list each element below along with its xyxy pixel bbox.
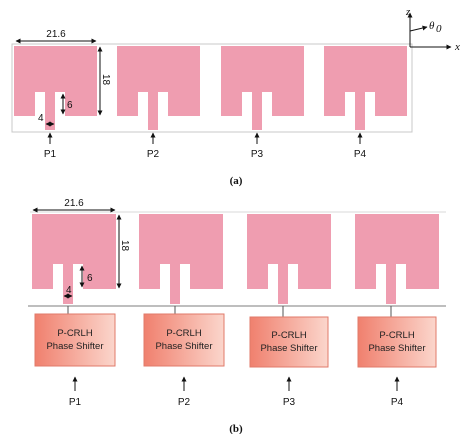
theta-arrow bbox=[409, 25, 428, 32]
feed-b2 bbox=[170, 289, 180, 304]
phase-shifter-box-1 bbox=[34, 313, 116, 367]
patch-a1 bbox=[14, 46, 97, 116]
feed-b4 bbox=[386, 289, 396, 304]
phase-shifter-subtitle-3: Phase Shifter bbox=[260, 343, 317, 354]
feed-dim-label-b: 4 bbox=[66, 285, 72, 296]
patch-a2 bbox=[117, 46, 200, 116]
phase-shifter-subtitle-2: Phase Shifter bbox=[155, 341, 212, 352]
theta-label: θ bbox=[429, 20, 435, 32]
slot-dim-label-a: 6 bbox=[67, 100, 73, 111]
patch-b1 bbox=[32, 214, 116, 289]
width-dim-label-a: 21.6 bbox=[46, 29, 66, 40]
feed-a2 bbox=[148, 116, 158, 130]
port-label-b2: P2 bbox=[178, 397, 191, 408]
feed-a1 bbox=[45, 116, 55, 130]
port-label-a4: P4 bbox=[354, 149, 367, 160]
figure-b: 21.6 18 6 4 P-CRLH Phase Shifter P-CRLH … bbox=[28, 198, 446, 434]
z-axis-label: z bbox=[405, 6, 411, 18]
feed-a4 bbox=[355, 116, 365, 130]
phase-shifter-title-1: P-CRLH bbox=[57, 328, 93, 339]
figure-a: 21.6 18 6 4 P1 P2 P3 P4 (a) bbox=[11, 29, 413, 187]
substrate-a bbox=[11, 43, 413, 133]
theta-subscript: 0 bbox=[436, 23, 442, 35]
coordinate-axes: z x θ 0 bbox=[405, 6, 460, 53]
patch-a3 bbox=[221, 46, 304, 116]
height-dim-label-b: 18 bbox=[119, 240, 130, 252]
phase-shifter-title-3: P-CRLH bbox=[271, 330, 307, 341]
phase-shifter-title-4: P-CRLH bbox=[379, 330, 415, 341]
phase-shifter-subtitle-1: Phase Shifter bbox=[46, 341, 103, 352]
port-label-a2: P2 bbox=[147, 149, 160, 160]
port-label-b4: P4 bbox=[391, 397, 404, 408]
phase-shifter-box-3 bbox=[249, 316, 329, 368]
feed-dim-label-a: 4 bbox=[38, 113, 44, 124]
height-dim-label-a: 18 bbox=[100, 74, 111, 86]
port-label-a1: P1 bbox=[44, 149, 57, 160]
caption-a: (a) bbox=[230, 175, 243, 187]
phase-shifter-subtitle-4: Phase Shifter bbox=[368, 343, 425, 354]
patch-b2 bbox=[139, 214, 223, 289]
x-axis-label: x bbox=[454, 41, 460, 53]
feed-b3 bbox=[278, 289, 288, 304]
phase-shifter-box-4 bbox=[357, 316, 437, 368]
caption-b: (b) bbox=[229, 423, 243, 434]
port-label-a3: P3 bbox=[251, 149, 264, 160]
port-label-b3: P3 bbox=[283, 397, 296, 408]
patch-a4 bbox=[324, 46, 407, 116]
port-label-b1: P1 bbox=[69, 397, 82, 408]
patch-b4 bbox=[355, 214, 439, 289]
phase-shifter-box-2 bbox=[143, 313, 225, 367]
width-dim-label-b: 21.6 bbox=[64, 198, 84, 209]
patch-b3 bbox=[247, 214, 331, 289]
slot-dim-label-b: 6 bbox=[87, 273, 93, 284]
feed-a3 bbox=[252, 116, 262, 130]
phase-shifter-title-2: P-CRLH bbox=[166, 328, 202, 339]
